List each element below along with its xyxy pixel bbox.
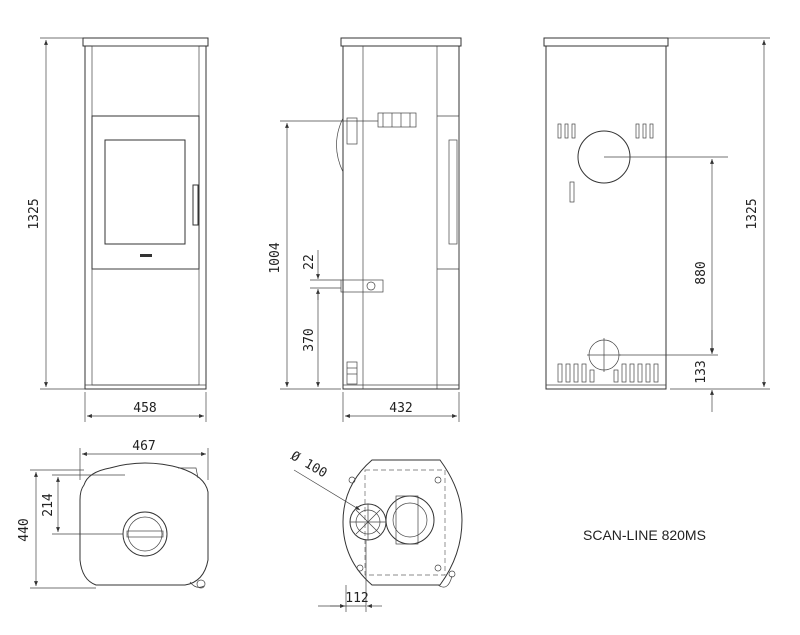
front-view	[40, 37, 209, 422]
rear-height-label: 1325	[745, 198, 760, 229]
top-view-rear	[293, 459, 463, 612]
rear-air-height-label: 133	[694, 360, 709, 383]
side-air-inlet-label: 370	[302, 328, 317, 351]
top-depth-label: 440	[17, 518, 32, 541]
side-flue-height-label: 1004	[268, 242, 283, 273]
side-depth-label: 432	[389, 401, 412, 416]
side-view	[280, 37, 462, 422]
front-width-label: 458	[133, 401, 156, 416]
front-height-label: 1325	[27, 198, 42, 229]
top-width-label: 467	[132, 439, 155, 454]
side-gap-label: 22	[302, 254, 317, 270]
top-view-front	[30, 448, 209, 589]
model-title: SCAN-LINE 820MS	[583, 527, 706, 543]
rear-vent-slots	[557, 363, 659, 383]
rear-view	[543, 37, 770, 412]
offset-label: 112	[345, 591, 368, 606]
diameter-label: Ø 100	[288, 449, 329, 482]
rear-flue-height-label: 880	[694, 261, 709, 284]
top-flue-offset-label: 214	[41, 493, 56, 517]
